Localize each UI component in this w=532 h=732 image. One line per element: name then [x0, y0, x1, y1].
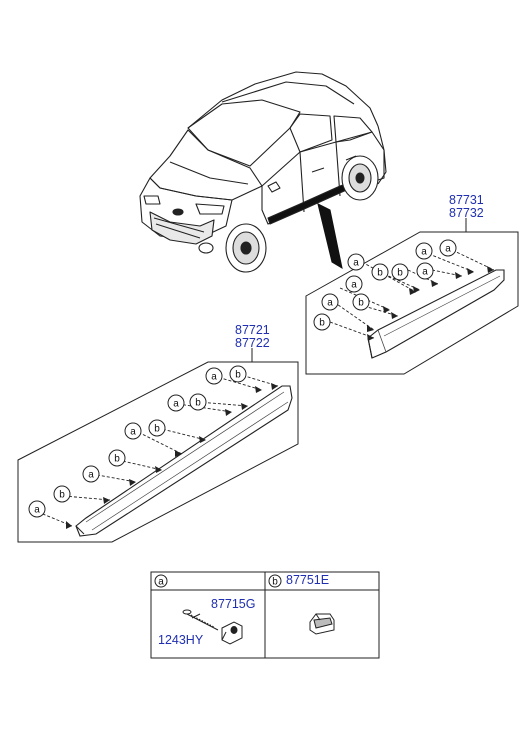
- front-arrow-heads: [66, 383, 278, 529]
- fastener-marker-b: b: [195, 398, 201, 409]
- front-group-frame: [17, 361, 299, 543]
- fastener-marker-a: a: [88, 470, 94, 481]
- callout-rear-1: 87731: [449, 193, 484, 207]
- fastener-marker-a: a: [353, 258, 359, 269]
- fastener-marker-b-circle: [189, 393, 207, 411]
- fastener-marker-a-circle: [167, 394, 185, 412]
- rear-moulding-group: [305, 218, 519, 375]
- fastener-marker-a: a: [422, 267, 428, 278]
- callout-rear-2: 87732: [449, 206, 484, 220]
- fastener-marker-b-circle: [391, 263, 409, 281]
- clip-87715g-icon: [221, 621, 243, 645]
- fastener-marker-a-circle: [345, 275, 363, 293]
- fastener-marker-a: a: [445, 244, 451, 255]
- fastener-marker-b-circle: [313, 313, 331, 331]
- fastener-marker-a-circle: [416, 262, 434, 280]
- clip-87751e-icon: [309, 613, 335, 635]
- fastener-marker-b: b: [114, 454, 120, 465]
- fastener-marker-a: a: [173, 399, 179, 410]
- fastener-marker-a-circle: [124, 422, 142, 440]
- fastener-marker-a-circle: [415, 242, 433, 260]
- legend-part-87715g: 87715G: [211, 597, 256, 611]
- fastener-marker-a-circle: [28, 500, 46, 518]
- fastener-marker-b: b: [358, 298, 364, 309]
- fastener-marker-b: b: [319, 318, 325, 329]
- fastener-marker-b: b: [59, 490, 65, 501]
- rear-group-frame: [305, 231, 519, 375]
- fastener-marker-a-circle: [321, 293, 339, 311]
- front-moulding-strip: [75, 385, 293, 537]
- fastener-marker-a-circle: [439, 239, 457, 257]
- fastener-marker-b: b: [154, 424, 160, 435]
- fastener-marker-b-circle: [371, 263, 389, 281]
- fastener-marker-a: a: [327, 298, 333, 309]
- callout-front-1: 87721: [235, 323, 270, 337]
- fastener-marker-b-circle: [53, 485, 71, 503]
- legend-marker-a: a: [158, 577, 164, 588]
- legend-marker-b-circle: [268, 574, 282, 588]
- legend-part-1243hy: 1243HY: [158, 633, 204, 647]
- fastener-marker-b: b: [235, 370, 241, 381]
- fastener-marker-b-circle: [148, 419, 166, 437]
- fastener-marker-a-circle: [205, 367, 223, 385]
- fastener-marker-b-circle: [352, 293, 370, 311]
- fastener-marker-b-circle: [108, 449, 126, 467]
- fastener-marker-a-circle: [347, 253, 365, 271]
- screw-1243hy-icon: [182, 609, 219, 631]
- fastener-marker-a-circle: [82, 465, 100, 483]
- fastener-marker-a: a: [34, 505, 40, 516]
- rear-moulding-strip: [367, 269, 505, 359]
- legend-table: a b: [150, 571, 380, 659]
- legend-part-87751e: 87751E: [286, 573, 330, 587]
- fastener-marker-a: a: [130, 427, 136, 438]
- front-moulding-group: [17, 348, 299, 543]
- legend-marker-a-circle: [154, 574, 168, 588]
- front-fastener-leaders: [37, 373, 279, 527]
- legend-marker-b: b: [272, 577, 278, 588]
- fastener-marker-a: a: [421, 247, 427, 258]
- callout-front-2: 87722: [235, 336, 270, 350]
- fastener-marker-b-circle: [229, 365, 247, 383]
- leader-arrow: [317, 203, 343, 270]
- fastener-marker-a: a: [211, 372, 217, 383]
- fastener-marker-b: b: [397, 268, 403, 279]
- car-illustration: [139, 71, 387, 273]
- fastener-marker-a: a: [351, 280, 357, 291]
- rear-arrow-heads: [367, 266, 494, 341]
- fastener-marker-b: b: [377, 268, 383, 279]
